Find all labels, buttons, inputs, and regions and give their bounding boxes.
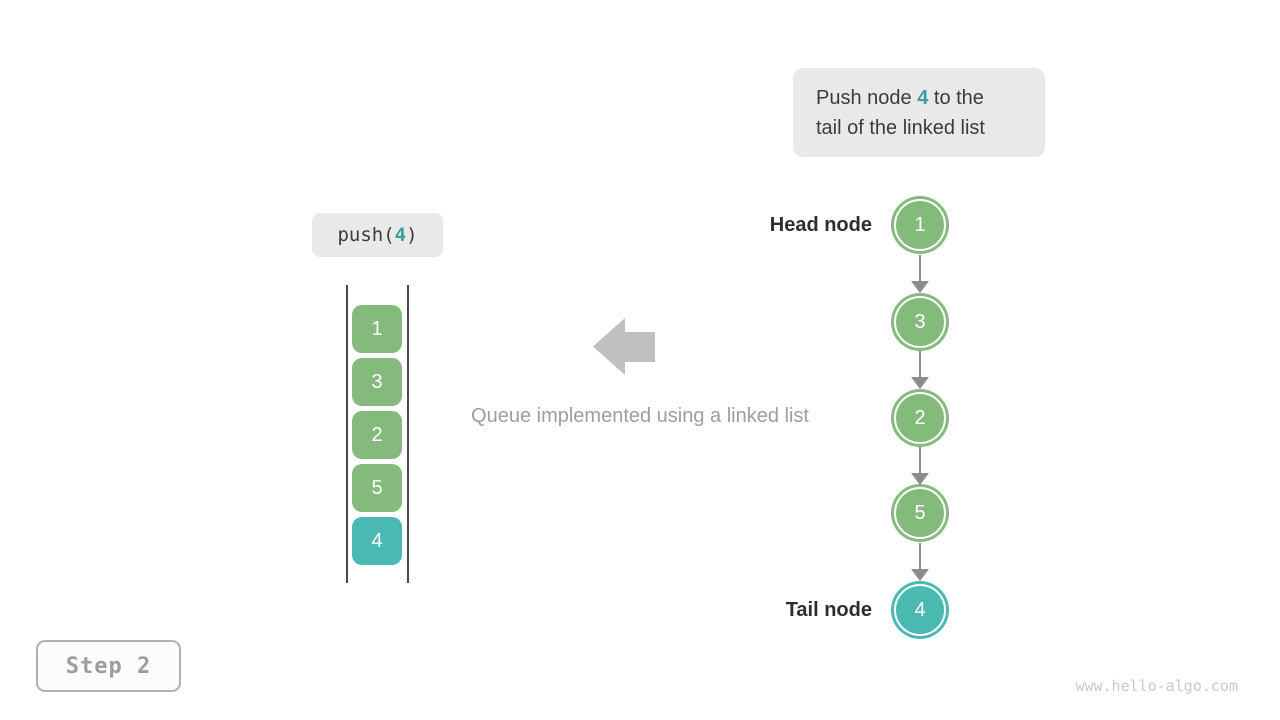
callout-line-1: Push node 4 to the [816, 83, 1045, 113]
queue-rail-left-line [346, 285, 348, 583]
callout-line1-suffix: to the [928, 87, 984, 109]
queue-cell-1: 3 [352, 358, 402, 406]
queue-cell-3: 5 [352, 464, 402, 512]
next-pointer-arrow-icon [911, 543, 929, 581]
list-node-4: 4 [894, 584, 946, 636]
left-block-arrow-icon [593, 318, 655, 375]
list-node-2: 2 [894, 392, 946, 444]
list-node-3: 5 [894, 487, 946, 539]
callout-line1-prefix: Push node [816, 87, 918, 109]
queue-cell-4: 4 [352, 517, 402, 565]
watermark-url: www.hello-algo.com [1075, 677, 1238, 695]
queue-cell-2: 2 [352, 411, 402, 459]
head-node-label: Head node [769, 214, 872, 236]
queue-cell-0: 1 [352, 305, 402, 353]
tail-node-label: Tail node [785, 599, 872, 621]
code-push-call: push(4) [312, 213, 443, 257]
callout-line-2: tail of the linked list [816, 117, 985, 139]
next-pointer-arrow-icon [911, 351, 929, 389]
code-suffix: ) [406, 224, 418, 246]
callout-highlight-value: 4 [917, 87, 929, 109]
code-prefix: push( [337, 224, 395, 246]
callout-push-node: Push node 4 to the tail of the linked li… [793, 68, 1045, 157]
list-node-1: 3 [894, 296, 946, 348]
next-pointer-arrow-icon [911, 447, 929, 485]
code-highlight-value: 4 [394, 224, 407, 246]
list-node-0: 1 [894, 199, 946, 251]
queue-rail-right-line [407, 285, 409, 583]
next-pointer-arrow-icon [911, 255, 929, 293]
step-badge: Step 2 [36, 640, 181, 692]
figure-caption: Queue implemented using a linked list [471, 405, 809, 427]
